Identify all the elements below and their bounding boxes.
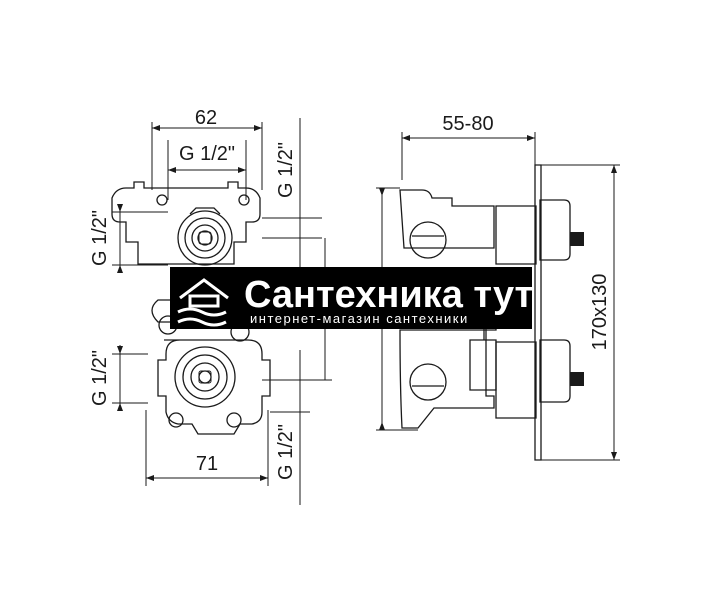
dim-left-thread-top: G 1/2" [89, 210, 111, 266]
dim-depth: 55-80 [442, 113, 493, 135]
dim-right-thread-bottom: G 1/2" [275, 424, 297, 480]
watermark: Сантехника тут интернет-магазин сантехни… [170, 267, 533, 329]
dim-top-width: 62 [195, 107, 217, 129]
dim-left-thread-bottom: G 1/2" [89, 350, 111, 406]
dim-right-thread-top: G 1/2" [275, 142, 297, 198]
side-view: 55-80 170x130 [376, 113, 620, 461]
watermark-banner [170, 267, 532, 329]
dim-top-thread: G 1/2" [179, 143, 235, 165]
house-logo-icon [177, 278, 229, 327]
watermark-tagline: интернет-магазин сантехники [250, 311, 469, 326]
watermark-brand: Сантехника тут [244, 274, 533, 316]
dim-plate-size: 170x130 [589, 274, 611, 351]
dim-bottom-width: 71 [196, 453, 218, 475]
